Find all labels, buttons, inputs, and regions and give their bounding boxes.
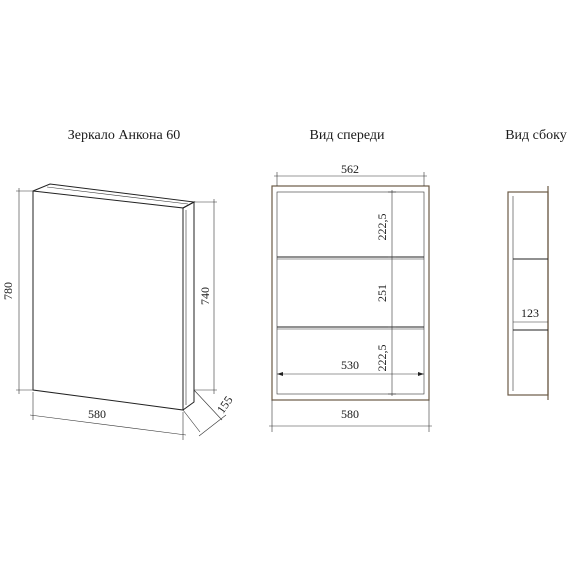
front-view: 562 222,5 251 222,5 530 580 xyxy=(269,162,432,432)
iso-inner-height-label: 740 xyxy=(198,287,212,305)
front-outer-width-label: 580 xyxy=(341,407,359,421)
iso-mirror-front xyxy=(32,190,184,411)
iso-view: 780 740 580 155 xyxy=(1,183,236,440)
front-mid-section-label: 251 xyxy=(375,284,389,302)
side-depth-label: 123 xyxy=(521,306,539,320)
side-cabinet xyxy=(507,191,549,396)
side-view: 123 xyxy=(507,186,549,400)
front-view-title: Вид спереди xyxy=(309,128,385,143)
front-bottom-section-label: 222,5 xyxy=(375,345,389,372)
side-view-title: Вид сбоку xyxy=(505,128,567,143)
front-outer-frame xyxy=(271,185,430,401)
front-inner-width-label: 562 xyxy=(341,162,359,176)
front-shelf-width-label: 530 xyxy=(341,358,359,372)
iso-height-label: 780 xyxy=(1,282,15,300)
iso-view-title: Зеркало Анкона 60 xyxy=(68,128,181,143)
iso-depth-label: 155 xyxy=(214,393,236,416)
iso-mirror-side xyxy=(182,201,195,411)
front-inner-frame xyxy=(276,191,425,395)
iso-width-label: 580 xyxy=(88,407,106,421)
iso-mirror-top xyxy=(32,183,196,209)
front-top-section-label: 222,5 xyxy=(375,214,389,241)
